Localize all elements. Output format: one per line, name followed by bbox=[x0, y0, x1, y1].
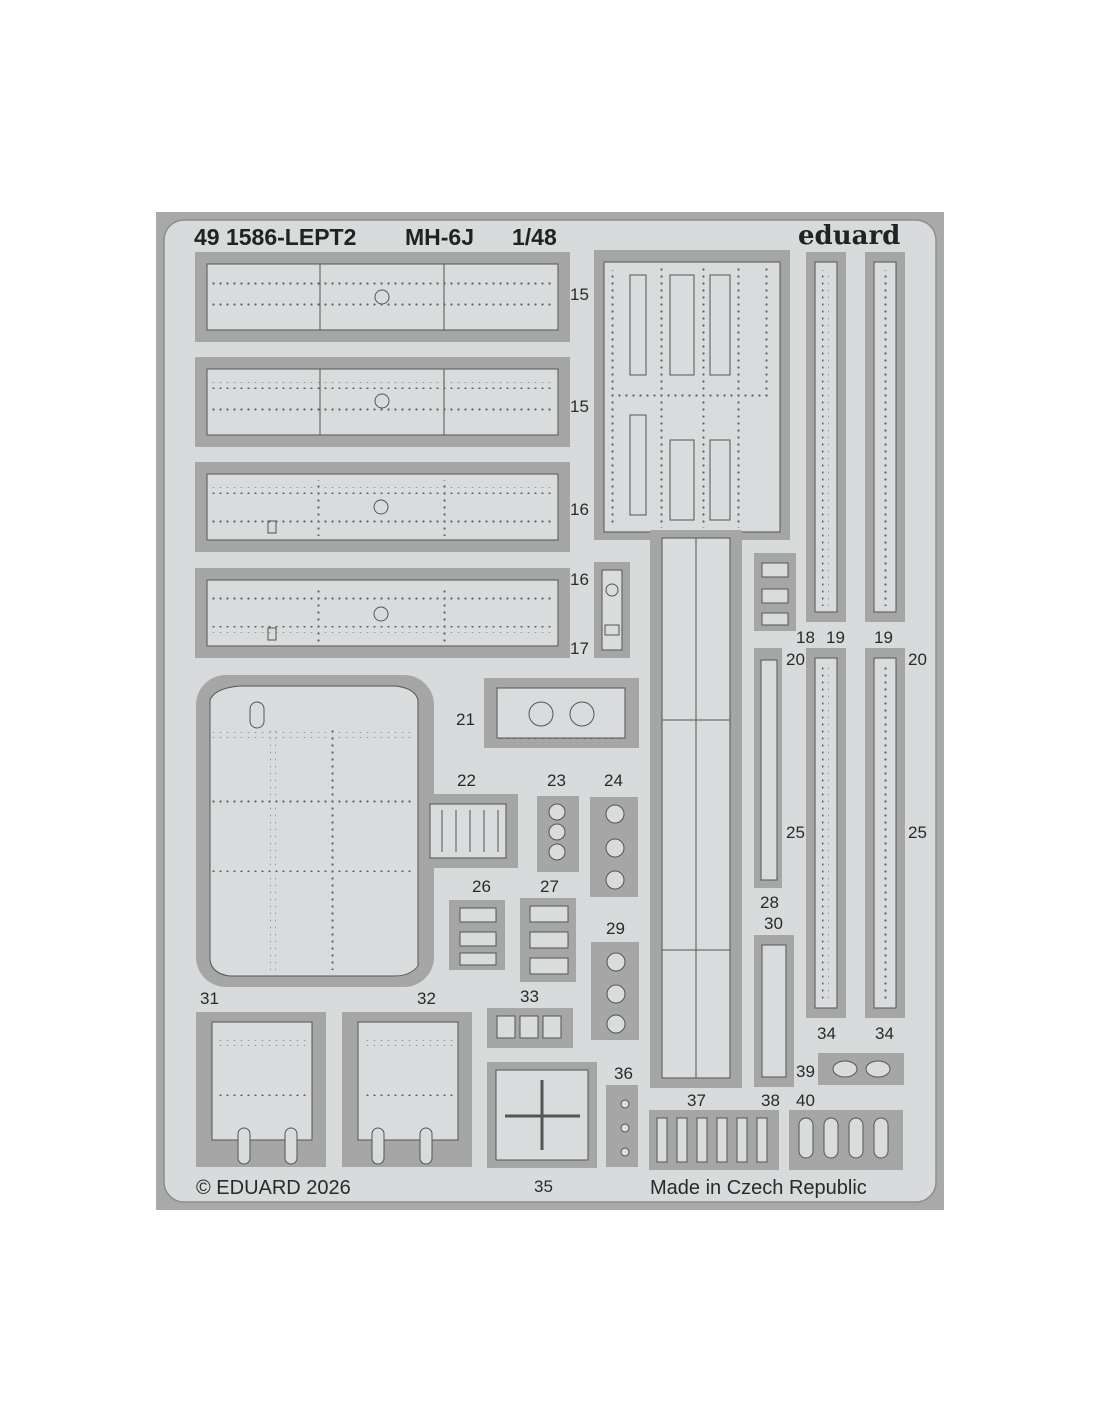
part-22 bbox=[420, 794, 518, 868]
label-25b: 25 bbox=[908, 823, 927, 842]
label-27: 27 bbox=[540, 877, 559, 896]
part-17-panel bbox=[195, 568, 570, 658]
label-15b: 15 bbox=[570, 397, 589, 416]
label-20a: 20 bbox=[786, 650, 805, 669]
part-25-strip-left bbox=[806, 648, 846, 1018]
label-16a: 16 bbox=[570, 500, 589, 519]
fret-code: 49 1586-LEPT2 bbox=[194, 224, 356, 250]
origin-text: Made in Czech Republic bbox=[650, 1177, 867, 1199]
label-36: 36 bbox=[614, 1064, 633, 1083]
eduard-logo: eduard bbox=[798, 221, 900, 251]
label-32: 32 bbox=[417, 989, 436, 1008]
fret-model: MH-6J bbox=[405, 224, 474, 250]
part-16-17-small bbox=[594, 562, 630, 658]
part-27 bbox=[520, 898, 576, 982]
label-16b: 16 bbox=[570, 570, 589, 589]
part-28-strip bbox=[754, 648, 782, 888]
part-18 bbox=[754, 553, 796, 631]
part-26 bbox=[449, 900, 505, 970]
label-23: 23 bbox=[547, 771, 566, 790]
label-29: 29 bbox=[606, 919, 625, 938]
part-strut-long bbox=[650, 530, 742, 1088]
part-35-cross bbox=[487, 1062, 597, 1168]
part-15-panel-lower bbox=[195, 357, 570, 447]
part-16-panel bbox=[195, 462, 570, 552]
part-31 bbox=[196, 1012, 326, 1167]
part-19-strip-right bbox=[865, 252, 905, 622]
label-26: 26 bbox=[472, 877, 491, 896]
label-34a: 34 bbox=[817, 1024, 836, 1043]
label-25a: 25 bbox=[786, 823, 805, 842]
part-21 bbox=[484, 678, 639, 748]
label-34b: 34 bbox=[875, 1024, 894, 1043]
part-40 bbox=[789, 1110, 903, 1170]
label-19a: 19 bbox=[826, 628, 845, 647]
label-18: 18 bbox=[796, 628, 815, 647]
label-37: 37 bbox=[687, 1091, 706, 1110]
label-31: 31 bbox=[200, 989, 219, 1008]
label-39: 39 bbox=[796, 1062, 815, 1081]
label-35: 35 bbox=[534, 1177, 553, 1196]
label-21: 21 bbox=[456, 710, 475, 729]
part-30-strip bbox=[754, 935, 794, 1087]
part-39 bbox=[818, 1053, 904, 1085]
label-24: 24 bbox=[604, 771, 623, 790]
label-20b: 20 bbox=[908, 650, 927, 669]
label-28: 28 bbox=[760, 893, 779, 912]
copyright-text: © EDUARD 2026 bbox=[196, 1177, 351, 1199]
label-19b: 19 bbox=[874, 628, 893, 647]
part-23 bbox=[537, 796, 579, 872]
part-33 bbox=[487, 1008, 573, 1048]
label-17: 17 bbox=[570, 639, 589, 658]
part-24 bbox=[590, 797, 638, 897]
part-29 bbox=[591, 942, 639, 1040]
label-33: 33 bbox=[520, 987, 539, 1006]
part-door-large bbox=[196, 675, 434, 987]
fret-scale: 1/48 bbox=[512, 224, 557, 250]
part-labels: 15 15 16 16 17 18 19 19 20 20 21 22 23 2… bbox=[200, 285, 927, 1196]
part-36 bbox=[606, 1085, 638, 1167]
part-37-38 bbox=[649, 1110, 779, 1170]
part-15-panel-upper bbox=[195, 252, 570, 342]
part-19-strip-left bbox=[806, 252, 846, 622]
label-40: 40 bbox=[796, 1091, 815, 1110]
label-15a: 15 bbox=[570, 285, 589, 304]
part-25-strip-right bbox=[865, 648, 905, 1018]
label-22: 22 bbox=[457, 771, 476, 790]
part-16-large-panel bbox=[594, 250, 790, 540]
label-30: 30 bbox=[764, 914, 783, 933]
part-32 bbox=[342, 1012, 472, 1167]
label-38: 38 bbox=[761, 1091, 780, 1110]
